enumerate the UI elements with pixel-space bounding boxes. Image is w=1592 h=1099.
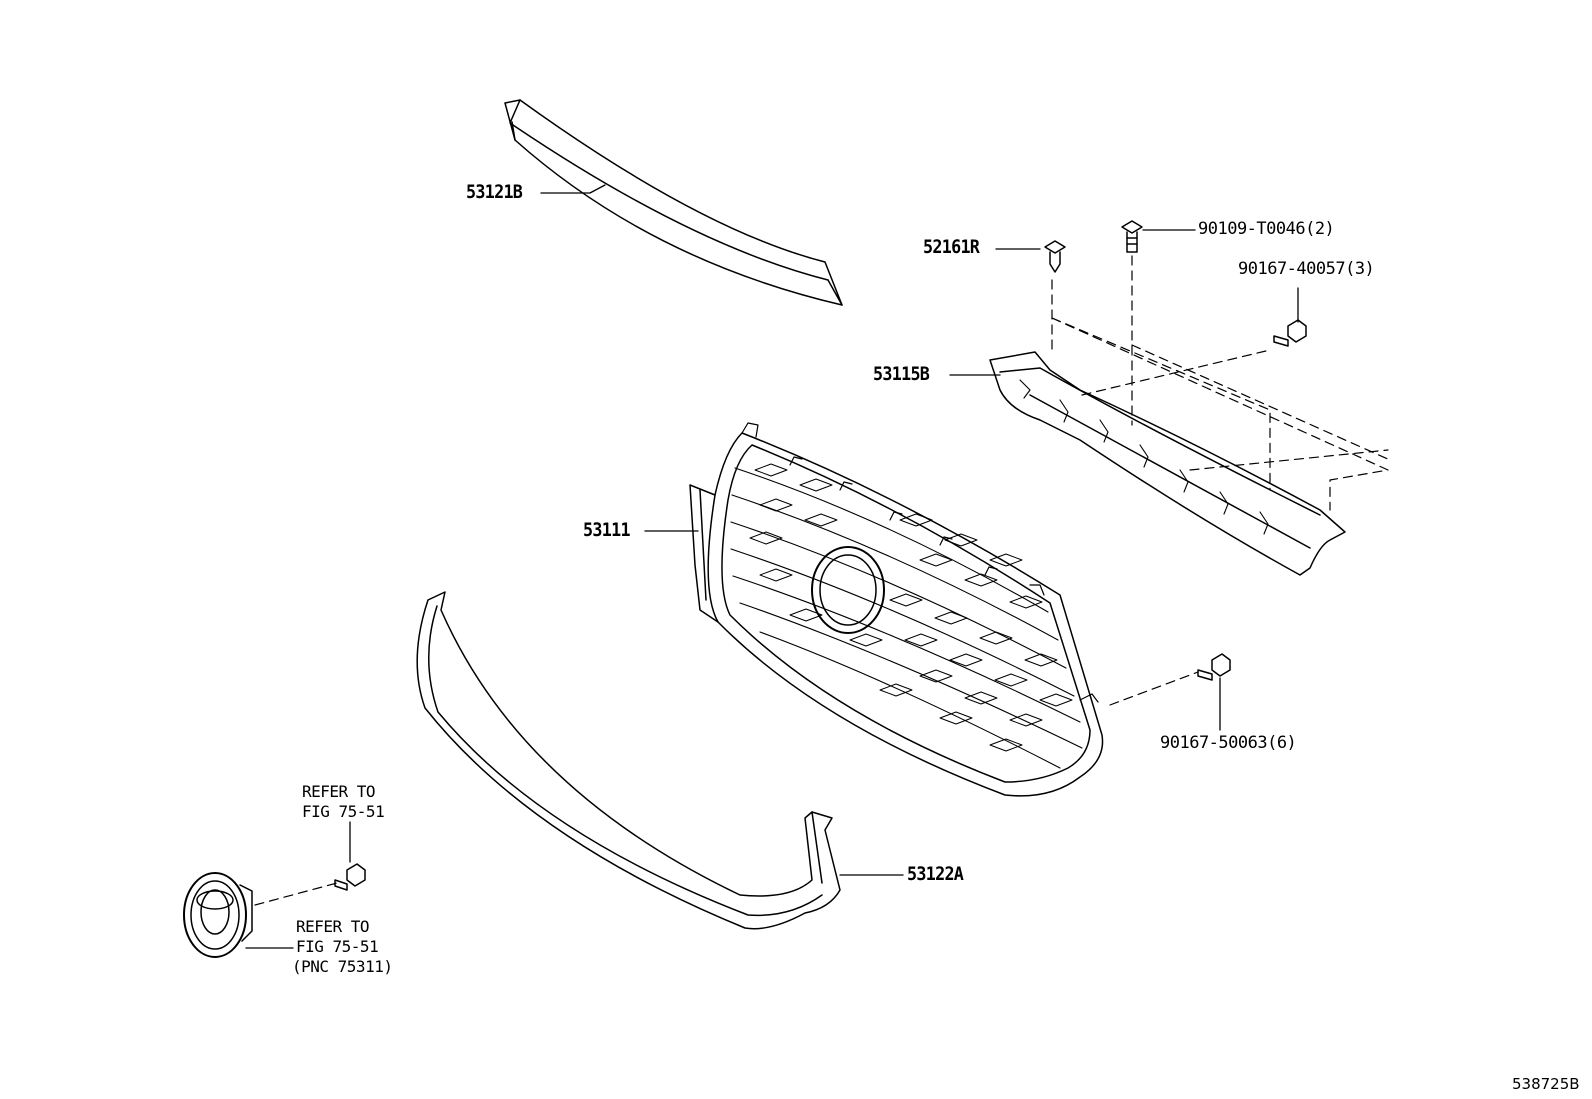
screw-90167-50063	[1197, 653, 1231, 681]
emblem-part	[183, 872, 253, 958]
callout-53111[interactable]: 53111	[583, 519, 631, 541]
upper-molding-part	[504, 99, 843, 306]
retainer-part	[989, 351, 1346, 576]
clip-52161R	[1044, 240, 1066, 273]
emblem-ref-line2: FIG 75-51	[296, 937, 379, 956]
screw-90167-40057	[1273, 319, 1307, 347]
callout-90167-40057[interactable]: 90167-40057(3)	[1238, 259, 1375, 279]
radiator-grille-part	[689, 422, 1104, 797]
callout-53115B[interactable]: 53115B	[873, 363, 930, 385]
callout-52161R[interactable]: 52161R	[923, 236, 980, 258]
diagram-code: 538725B	[1512, 1075, 1580, 1093]
callout-90167-50063[interactable]: 90167-50063(6)	[1160, 733, 1297, 753]
emblem-ref-line1: REFER TO	[296, 917, 370, 936]
callout-53122A[interactable]: 53122A	[907, 863, 964, 885]
callout-53121B[interactable]: 53121B	[466, 181, 523, 203]
clip-ref-line2: FIG 75-51	[302, 802, 385, 821]
clip-ref-line1: REFER TO	[302, 782, 376, 801]
bolt-90109	[1121, 220, 1143, 253]
callout-90109-T0046[interactable]: 90109-T0046(2)	[1198, 219, 1335, 239]
screw-emblem	[334, 863, 366, 891]
lower-molding-part	[416, 591, 841, 930]
emblem-ref-line3: (PNC 75311)	[292, 957, 393, 976]
